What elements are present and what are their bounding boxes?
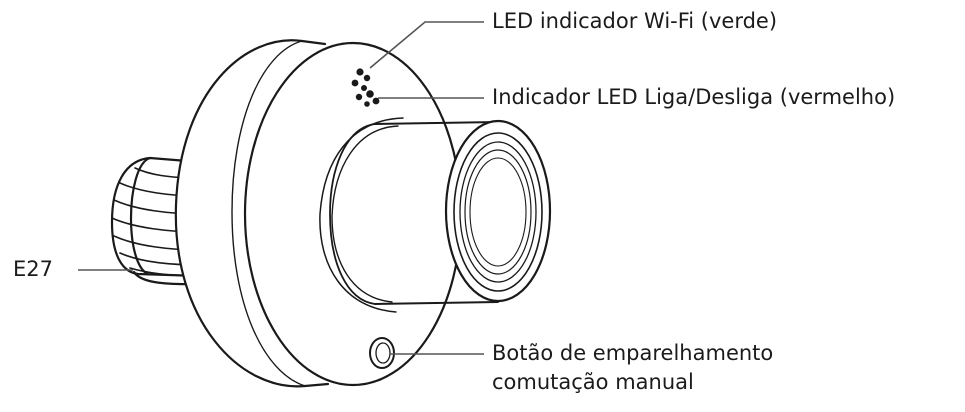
device-body [174,39,463,388]
pairing-button-label-line1: Botão de emparelhamento [492,341,774,365]
power-led-label: Indicador LED Liga/Desliga (vermelho) [492,85,896,109]
pairing-button-label-line2: comutação manual [492,370,694,394]
socket-tube [329,119,552,305]
wifi-led-leader [369,21,484,69]
led-cluster-icon [351,68,380,107]
pairing-button [369,337,395,369]
pairing-button-label: Botão de emparelhamento comutação manual [492,339,773,397]
e27-label: E27 [13,257,53,281]
wifi-led-label: LED indicador Wi-Fi (verde) [492,9,778,33]
